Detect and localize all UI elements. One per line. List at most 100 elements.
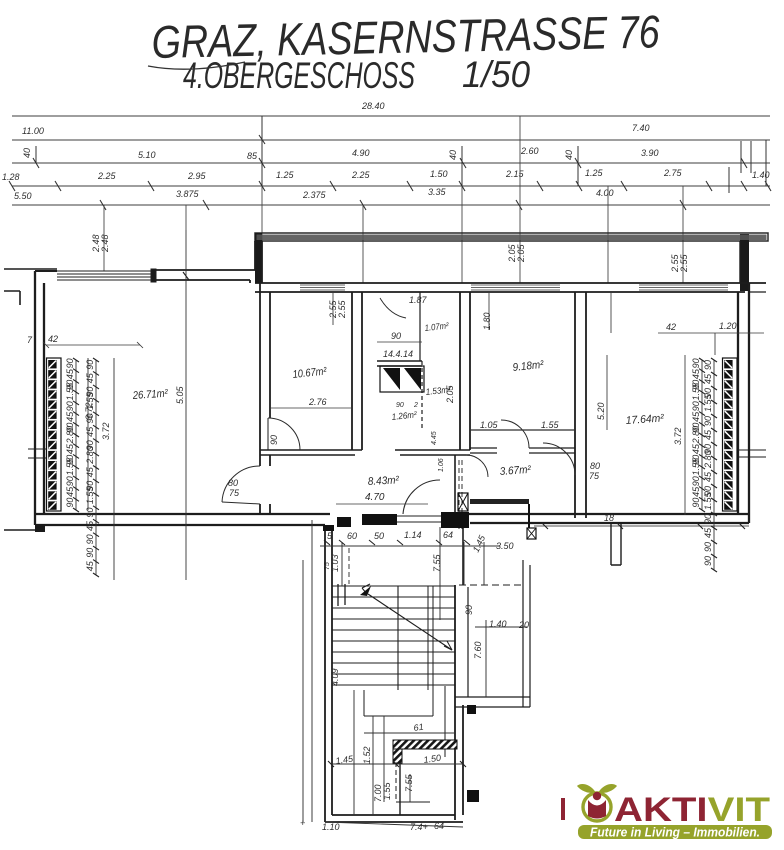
svg-text:90: 90 — [703, 444, 713, 454]
svg-text:4.09: 4.09 — [330, 668, 340, 686]
svg-text:4.70: 4.70 — [365, 492, 385, 503]
svg-text:75: 75 — [324, 562, 331, 570]
svg-text:1.40: 1.40 — [752, 170, 770, 180]
svg-text:90: 90 — [65, 498, 75, 508]
svg-text:90: 90 — [65, 401, 75, 411]
svg-text:+: + — [300, 818, 305, 828]
svg-text:11.00: 11.00 — [22, 126, 44, 136]
svg-text:64: 64 — [434, 821, 444, 831]
svg-text:42: 42 — [666, 322, 676, 332]
svg-text:45: 45 — [65, 411, 75, 422]
svg-text:2.25: 2.25 — [351, 170, 371, 180]
svg-text:45: 45 — [691, 411, 701, 422]
svg-text:45: 45 — [85, 426, 95, 437]
svg-text:90: 90 — [391, 331, 401, 341]
svg-text:8.43m²: 8.43m² — [368, 474, 400, 488]
svg-text:20: 20 — [518, 620, 529, 630]
svg-text:90: 90 — [703, 416, 713, 426]
svg-text:60: 60 — [347, 531, 357, 541]
svg-text:90: 90 — [85, 413, 95, 423]
svg-text:45: 45 — [85, 466, 95, 477]
svg-text:2.55: 2.55 — [337, 299, 347, 319]
svg-text:90: 90 — [269, 435, 279, 445]
svg-text:4.OBERGESCHOSS: 4.OBERGESCHOSS — [183, 55, 415, 96]
svg-text:1.07m²: 1.07m² — [424, 320, 450, 333]
svg-text:90: 90 — [464, 605, 474, 615]
svg-text:1.45: 1.45 — [335, 754, 355, 766]
svg-text:1.55: 1.55 — [65, 457, 75, 476]
svg-text:1.55: 1.55 — [382, 781, 392, 800]
svg-text:90: 90 — [703, 486, 713, 496]
svg-text:2.60: 2.60 — [520, 146, 539, 156]
svg-text:45: 45 — [703, 429, 713, 440]
svg-text:1.50: 1.50 — [423, 753, 442, 765]
svg-text:1.55: 1.55 — [541, 420, 560, 430]
svg-text:2.80: 2.80 — [85, 446, 95, 465]
svg-text:45: 45 — [85, 520, 95, 531]
svg-text:4.90: 4.90 — [352, 148, 370, 158]
svg-text:1.03: 1.03 — [330, 554, 340, 572]
svg-text:7.60: 7.60 — [473, 641, 483, 659]
svg-text:40: 40 — [564, 150, 574, 160]
svg-text:26.71m²: 26.71m² — [132, 388, 169, 402]
svg-text:3.72: 3.72 — [673, 427, 683, 445]
svg-text:1.55: 1.55 — [85, 486, 95, 505]
svg-text:3.35: 3.35 — [428, 187, 447, 197]
svg-text:1.87: 1.87 — [409, 295, 428, 305]
svg-text:90: 90 — [703, 388, 713, 398]
svg-text:3.72: 3.72 — [84, 402, 94, 420]
svg-text:1.55: 1.55 — [691, 382, 701, 401]
svg-text:90: 90 — [85, 548, 95, 558]
svg-text:7.55: 7.55 — [432, 553, 442, 572]
svg-text:4.00: 4.00 — [596, 188, 614, 198]
svg-text:1/50: 1/50 — [462, 54, 530, 95]
svg-text:2.55: 2.55 — [328, 299, 338, 319]
svg-text:90: 90 — [691, 455, 701, 465]
svg-text:1.55: 1.55 — [85, 391, 95, 410]
svg-text:4.45: 4.45 — [431, 431, 438, 445]
svg-text:1.80: 1.80 — [482, 312, 492, 330]
svg-text:2.95: 2.95 — [187, 171, 207, 181]
svg-text:2: 2 — [413, 402, 418, 409]
svg-text:2.25: 2.25 — [97, 171, 117, 181]
svg-text:90: 90 — [85, 440, 95, 450]
svg-text:90: 90 — [691, 358, 701, 368]
svg-text:2.80: 2.80 — [703, 450, 713, 469]
svg-text:90: 90 — [703, 360, 713, 370]
svg-text:90: 90 — [85, 387, 95, 397]
svg-text:1.06: 1.06 — [438, 458, 445, 472]
svg-text:5.05: 5.05 — [175, 385, 185, 404]
svg-text:40: 40 — [22, 148, 32, 158]
svg-text:90: 90 — [85, 481, 95, 491]
svg-text:45: 45 — [703, 471, 713, 482]
svg-text:3.67m²: 3.67m² — [499, 464, 531, 478]
svg-text:85: 85 — [247, 151, 258, 161]
svg-text:90: 90 — [691, 498, 701, 508]
svg-text:90: 90 — [65, 380, 75, 390]
svg-text:1.26m²: 1.26m² — [391, 409, 418, 422]
svg-text:90: 90 — [396, 402, 404, 409]
svg-text:90: 90 — [85, 507, 95, 517]
svg-text:90: 90 — [65, 358, 75, 368]
svg-text:45: 45 — [85, 372, 95, 383]
svg-text:2.76: 2.76 — [308, 397, 327, 407]
svg-text:1.55: 1.55 — [703, 491, 713, 510]
svg-text:1.05: 1.05 — [480, 420, 499, 430]
svg-text:2.375: 2.375 — [302, 190, 327, 200]
svg-text:90: 90 — [691, 380, 701, 390]
svg-text:1.40: 1.40 — [489, 619, 507, 629]
svg-text:45: 45 — [691, 486, 701, 497]
svg-text:45: 45 — [691, 368, 701, 379]
svg-text:2.05: 2.05 — [516, 243, 526, 263]
svg-text:45: 45 — [65, 443, 75, 454]
svg-text:7: 7 — [27, 335, 33, 345]
svg-text:75: 75 — [229, 488, 240, 498]
svg-text:Future in Living – Immobilien.: Future in Living – Immobilien. — [590, 826, 760, 840]
svg-text:2.05: 2.05 — [507, 243, 517, 263]
svg-text:2.48: 2.48 — [91, 234, 101, 253]
svg-text:75: 75 — [589, 471, 600, 481]
svg-text:5: 5 — [327, 531, 333, 541]
svg-text:80: 80 — [228, 478, 238, 488]
svg-text:2.55: 2.55 — [679, 253, 689, 273]
svg-text:3.875: 3.875 — [176, 189, 200, 199]
